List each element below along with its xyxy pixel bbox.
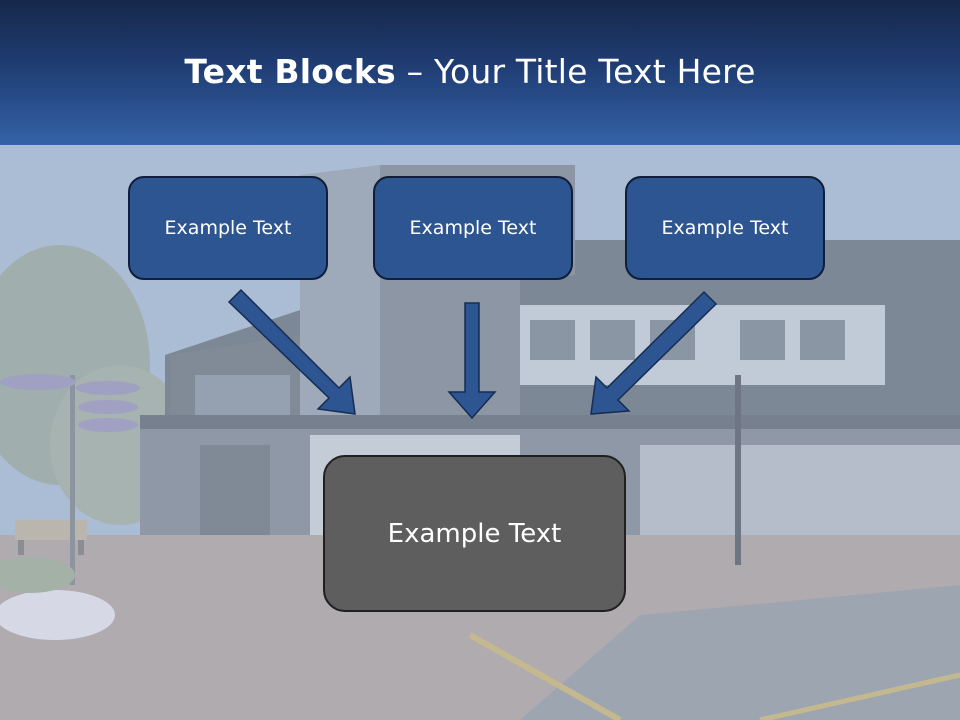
slide-title: Text Blocks – Your Title Text Here [0, 52, 940, 91]
text-block-center[interactable]: Example Text [323, 455, 626, 612]
text-block-left-label: Example Text [164, 217, 292, 239]
text-block-left[interactable]: Example Text [128, 176, 328, 280]
text-block-middle-label: Example Text [409, 217, 537, 239]
title-bar: Text Blocks – Your Title Text Here [0, 0, 960, 145]
title-bold: Text Blocks [184, 52, 396, 91]
text-block-right-label: Example Text [661, 217, 789, 239]
text-block-center-label: Example Text [387, 518, 562, 549]
text-block-middle[interactable]: Example Text [373, 176, 573, 280]
title-rest: – Your Title Text Here [395, 52, 756, 91]
text-block-right[interactable]: Example Text [625, 176, 825, 280]
